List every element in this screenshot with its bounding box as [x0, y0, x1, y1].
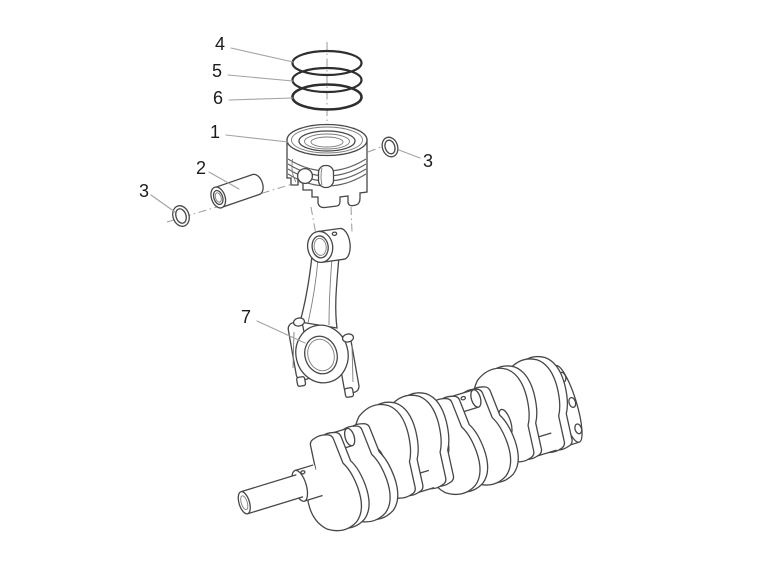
- piston-rings-drawing: [291, 49, 363, 111]
- rod-small-end: [306, 227, 351, 263]
- top-ring: [291, 49, 363, 77]
- rod-bolt-head-left: [292, 317, 306, 327]
- circlip-left-drawing: [172, 205, 190, 227]
- leader-lines: [150, 47, 421, 344]
- leader-4: [230, 47, 294, 63]
- second-ring: [291, 66, 363, 94]
- callout-connecting-rod: 7: [240, 307, 252, 327]
- piston-drawing: [286, 123, 368, 209]
- oil-ring: [291, 83, 363, 111]
- callout-piston: 1: [209, 122, 221, 142]
- callout-circlip-left: 3: [138, 181, 150, 201]
- piston-pin-boss: [296, 167, 314, 185]
- leader-2: [208, 171, 240, 190]
- crankshaft-drawing: [237, 349, 584, 539]
- callout-second-ring: 5: [211, 61, 223, 81]
- rod-bolt-head-right: [341, 333, 355, 343]
- rod-oil-hole: [331, 231, 338, 237]
- leader-5: [227, 74, 294, 82]
- rod-big-end-bore: [304, 335, 338, 375]
- crankshaft-nose: [237, 464, 324, 515]
- leader-6: [228, 97, 294, 101]
- pin-axis-centerline-right: [367, 146, 382, 153]
- leader-3-left: [150, 194, 176, 213]
- connecting-rod-drawing: [287, 227, 360, 398]
- callout-top-ring: 4: [214, 34, 226, 54]
- piston-skirt-window: [317, 164, 335, 189]
- leader-7: [256, 320, 306, 344]
- leader-3-right: [398, 149, 421, 159]
- callout-piston-pin: 2: [195, 158, 207, 178]
- piston-pin-drawing: [210, 173, 264, 209]
- circlip-right-drawing: [381, 136, 399, 158]
- callout-circlip-right: 3: [422, 151, 434, 171]
- rod-shank: [299, 255, 340, 329]
- rod-align-centerline-right: [350, 206, 353, 233]
- leader-1: [225, 134, 289, 143]
- crankshaft-webs: [289, 349, 584, 539]
- callout-oil-ring: 6: [212, 88, 224, 108]
- rod-big-end: [287, 317, 360, 398]
